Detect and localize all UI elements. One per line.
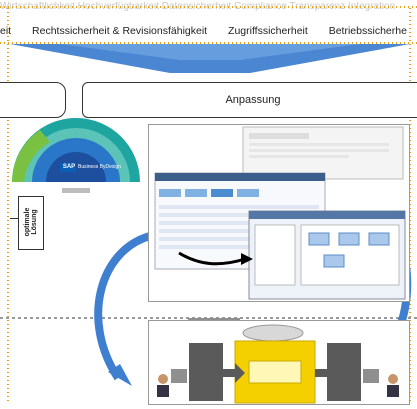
editor-sidebar bbox=[254, 224, 296, 286]
app-row bbox=[159, 205, 319, 209]
optimal-connector bbox=[10, 218, 18, 219]
black-arrow bbox=[178, 251, 246, 266]
editor-box bbox=[323, 254, 345, 268]
flow-arrow bbox=[315, 363, 337, 383]
feature-list: eit Rechtssicherheit & Revisionsfähigkei… bbox=[0, 22, 417, 40]
arrowhead-left bbox=[108, 364, 132, 386]
sap-gear-graphic bbox=[12, 118, 140, 193]
editor-titlebar bbox=[249, 211, 405, 219]
person-icon bbox=[158, 374, 168, 384]
feature-item: Zugriffssicherheit bbox=[228, 25, 308, 37]
input-arrow bbox=[171, 369, 187, 383]
app-tab bbox=[211, 189, 233, 197]
editor-box bbox=[308, 232, 330, 246]
gear-green-segment bbox=[12, 130, 50, 182]
sap-product-name: Business ByDesign bbox=[78, 164, 122, 170]
optimal-solution-label: optimale Lösung bbox=[24, 207, 38, 237]
sap-logo-box bbox=[60, 163, 76, 172]
screenshot-collage bbox=[154, 126, 406, 300]
doc-line bbox=[249, 133, 309, 139]
app-tab bbox=[159, 189, 181, 197]
screenshot-panel bbox=[148, 124, 410, 302]
output-arrow bbox=[363, 369, 379, 383]
anpassung-label: Anpassung bbox=[225, 94, 281, 106]
person-body bbox=[157, 385, 169, 397]
app-tab bbox=[237, 189, 259, 197]
feature-item: eit bbox=[0, 25, 12, 37]
curved-arrow-left bbox=[94, 232, 152, 381]
person-icon bbox=[388, 374, 398, 384]
cloud-shape bbox=[242, 324, 304, 342]
platform-graphic bbox=[157, 324, 399, 404]
doc-line bbox=[249, 155, 349, 158]
grey-block-left bbox=[189, 343, 223, 401]
app-tab bbox=[185, 189, 207, 197]
anpassung-box: Anpassung bbox=[82, 82, 417, 118]
feature-header: Wirtschaftlichkeit Hochverfügbarkeit Dat… bbox=[0, 0, 417, 44]
feature-item: Rechtssicherheit & Revisionsfähigkeit bbox=[32, 25, 208, 37]
feature-item: Betriebssicherhe bbox=[328, 25, 407, 37]
left-bracket-box bbox=[0, 82, 66, 118]
editor-box bbox=[338, 232, 360, 246]
app-row bbox=[159, 221, 319, 225]
faded-header-text: Wirtschaftlichkeit Hochverfügbarkeit Dat… bbox=[0, 2, 396, 12]
black-arrowhead bbox=[241, 253, 253, 265]
platform-inner-box bbox=[248, 360, 302, 384]
flow-arrow bbox=[223, 363, 245, 383]
app-titlebar bbox=[155, 173, 325, 181]
app-row bbox=[159, 229, 319, 233]
app-row bbox=[159, 237, 319, 241]
doc-line bbox=[249, 149, 389, 152]
app-row bbox=[159, 245, 319, 249]
funnel-highlight bbox=[60, 44, 360, 60]
doc-line bbox=[249, 143, 389, 146]
optimal-solution-box: optimale Lösung bbox=[18, 196, 44, 250]
sap-logo: SAP bbox=[62, 164, 76, 170]
person-body bbox=[387, 385, 399, 397]
gear-base bbox=[62, 188, 90, 193]
app-row bbox=[159, 213, 319, 217]
platform-diagram bbox=[148, 320, 410, 405]
editor-box bbox=[368, 232, 390, 246]
